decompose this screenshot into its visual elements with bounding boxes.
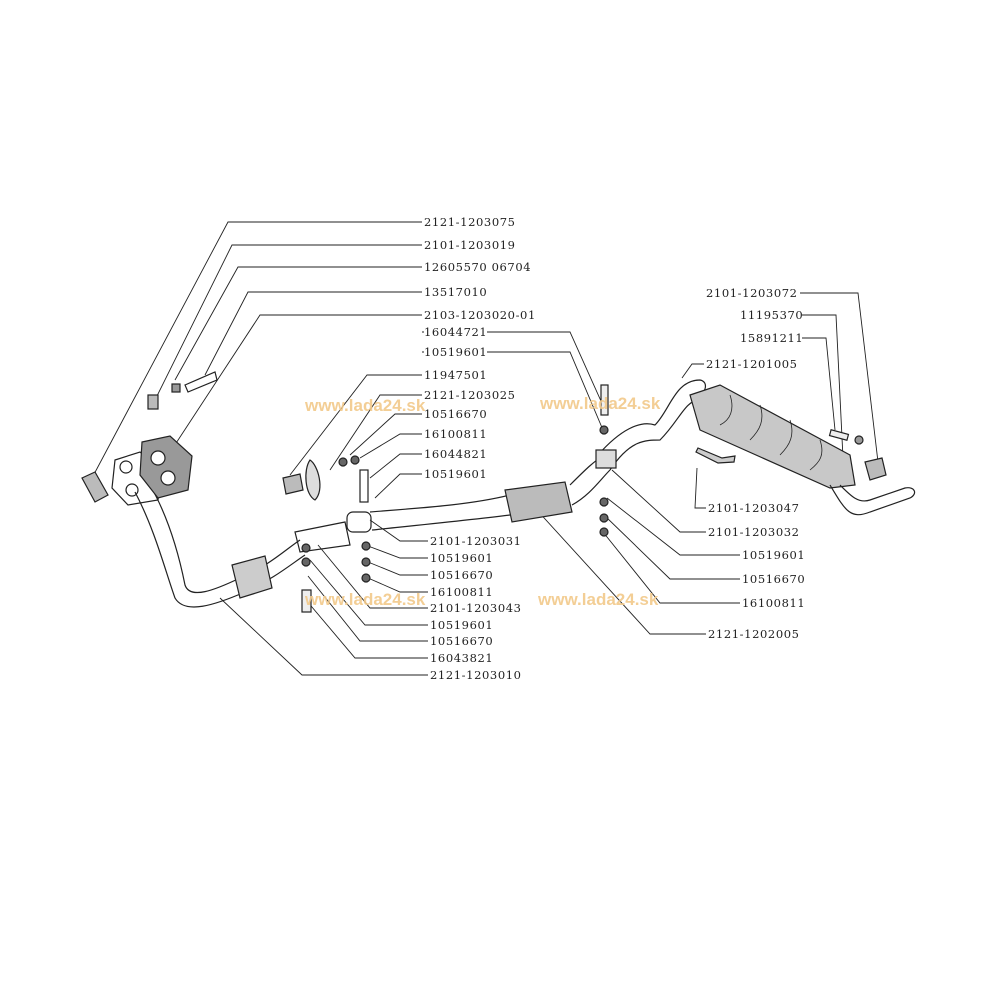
part-label: 10519601	[424, 345, 488, 359]
part-label: 16044821	[424, 447, 488, 461]
watermark: www.lada24.sk	[538, 590, 659, 609]
part-label: 2101-1203032	[708, 525, 800, 539]
part-label: 10519601	[424, 467, 488, 481]
part-label: 16100811	[424, 427, 488, 441]
part-label: 15891211	[740, 331, 804, 345]
part-label: 13517010	[424, 285, 488, 299]
part-label: 11947501	[424, 368, 488, 382]
part-label: 2121-1202005	[708, 627, 800, 641]
front-pipe	[134, 484, 351, 608]
flanges	[81, 371, 218, 506]
part-label: 16043821	[430, 651, 494, 665]
part-label: 2101-1203072	[706, 286, 798, 300]
part-label: 2101-1203031	[430, 534, 522, 548]
watermark: www.lada24.sk	[305, 396, 426, 415]
part-label: 16100811	[742, 596, 806, 610]
part-label: 16044721	[424, 325, 488, 339]
part-label: 2121-1201005	[706, 357, 798, 371]
part-label: 2103-1203020-01	[424, 308, 536, 322]
part-label: 10519601	[430, 551, 494, 565]
part-label: 12605570 06704	[424, 260, 532, 274]
part-label: 10516670	[424, 407, 488, 421]
middle-pipe	[282, 454, 611, 613]
part-label: 2121-1203075	[424, 215, 516, 229]
part-label: 10519601	[430, 618, 494, 632]
part-label: 2101-1203047	[708, 501, 800, 515]
part-label: 10516670	[430, 634, 494, 648]
part-label: 2121-1203025	[424, 388, 516, 402]
rear-muffler	[595, 379, 916, 537]
part-label: 2121-1203010	[430, 668, 522, 682]
part-label: 10516670	[430, 568, 494, 582]
part-label: 2101-1203043	[430, 601, 522, 615]
part-label: 11195370	[740, 308, 804, 322]
part-label: 16100811	[430, 585, 494, 599]
part-label: 2101-1203019	[424, 238, 516, 252]
watermark: www.lada24.sk	[305, 590, 426, 609]
watermark: www.lada24.sk	[540, 394, 661, 413]
part-label: 10519601	[742, 548, 806, 562]
part-label: 10516670	[742, 572, 806, 586]
